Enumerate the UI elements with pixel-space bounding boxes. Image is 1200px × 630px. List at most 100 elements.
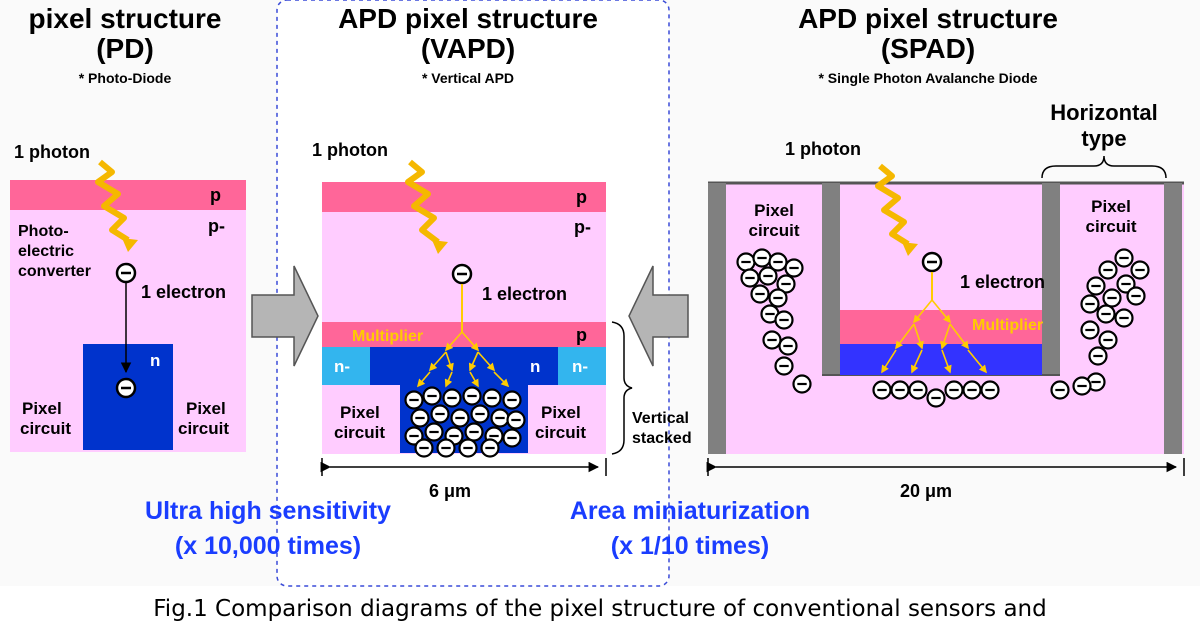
vapd-pixel-left-line1: Pixel [340,403,380,422]
electron-icon [962,380,982,400]
electron-icon [1114,308,1134,328]
vapd-p2-label: p [576,325,587,345]
spad-right-pixel-electrons [1050,248,1150,400]
electron-icon [1126,286,1146,306]
spad-to-vapd-arrow-icon [628,265,689,367]
electron-icon [502,428,522,448]
vapd-p-layer [322,182,606,212]
figure-caption: Fig.1 Comparison diagrams of the pixel s… [153,596,1047,622]
pd-title-abbr: (PD) [96,33,154,64]
electron-icon [404,390,424,410]
area-label-line2: (x 1/10 times) [611,532,769,560]
pd-electron-bottom [115,377,137,399]
electron-icon [1086,276,1106,296]
spad-multiplier-layer [840,310,1042,344]
vapd-pixel-left-line2: circuit [334,423,385,442]
vapd-nminus-right-label: n- [572,357,588,376]
pd-to-vapd-arrow-icon [251,265,319,367]
pd-pixel-left-line1: Pixel [22,399,62,418]
electron-icon [784,258,804,278]
electron-icon [458,438,478,458]
electron-icon [750,284,770,304]
electron-icon [404,426,424,446]
vapd-pixel-right-line1: Pixel [541,403,581,422]
electron-icon [980,380,1000,400]
electron-icon [1096,304,1116,324]
sensitivity-label-line2: (x 10,000 times) [175,532,361,560]
pd-photon-label: 1 photon [14,142,90,162]
vapd-stacked-line2: stacked [632,430,692,447]
vapd-electron [451,263,473,285]
pd-p-layer [10,180,246,210]
electron-icon [792,374,812,394]
pd-converter-line2: electric [18,243,74,260]
electron-icon [740,268,760,288]
electron-icon [1114,248,1134,268]
pd-converter-line3: converter [18,263,91,280]
vapd-photon-wave [405,159,440,245]
vapd-panel: APD pixel structure (VAPD) * Vertical AP… [312,3,692,501]
pd-photon-arrowhead [122,238,138,252]
spad-photon-label: 1 photon [785,139,861,159]
sensitivity-label-line1: Ultra high sensitivity [145,497,391,525]
electron-icon [758,266,778,286]
vapd-avalanche-arrows [416,331,510,388]
pd-pixel-left-line2: circuit [20,419,71,438]
electron-icon [768,288,788,308]
electron-icon [1116,274,1136,294]
spad-avalanche-arrows [881,299,988,374]
spad-pixel-right-line1: Pixel [1091,197,1131,216]
pd-panel: pixel structure (PD) * Photo-Diode 1 pho… [10,3,246,452]
vapd-photon-arrowhead [432,240,448,254]
electron-icon [752,248,772,268]
spad-multiplier-label: Multiplier [972,317,1043,334]
electron-icon [1098,330,1118,350]
spad-electron [921,251,943,273]
vapd-nminus-left-label: n- [334,357,350,376]
spad-pixel-right-line2: circuit [1085,217,1136,236]
electron-icon [1130,260,1150,280]
spad-trench-3 [1042,183,1060,375]
electron-icon [774,356,794,376]
spad-photon-wave [875,163,910,247]
spad-title-abbr: (SPAD) [881,33,975,64]
spad-electron-label: 1 electron [960,272,1045,292]
vapd-title-abbr: (VAPD) [421,33,515,64]
vapd-nminus-left-region [322,347,370,385]
electron-icon [774,310,794,330]
vapd-width-label: 6 μm [429,481,471,501]
spad-trench-4 [1164,183,1182,454]
vapd-n-label: n [530,357,540,376]
electron-icon [778,336,798,356]
electron-icon [430,404,450,424]
electron-icon [908,380,928,400]
pd-n-label: n [150,351,160,370]
pd-pixel-right-line1: Pixel [186,399,226,418]
electron-icon [1098,260,1118,280]
electron-icon [482,388,502,408]
electron-icon [1080,294,1100,314]
spad-pixel-left-line1: Pixel [754,201,794,220]
electron-icon [414,438,434,458]
spad-pixel-left-line2: circuit [748,221,799,240]
electron-icon [768,252,788,272]
electron-icon [1102,288,1122,308]
spad-n-layer [840,344,1042,375]
electron-icon [890,380,910,400]
vapd-electron-label: 1 electron [482,284,567,304]
electron-icon [436,438,456,458]
vapd-pminus-label: p- [574,217,591,237]
electron-icon [450,408,470,428]
electron-icon [410,408,430,428]
electron-icon [736,252,756,272]
electron-icon [424,422,444,442]
electron-icon [462,386,482,406]
electron-icon [926,388,946,408]
pd-photon-wave [95,159,130,243]
spad-horizontal-brace [1041,155,1167,179]
spad-trench-2 [822,183,840,375]
pd-p-label: p [210,185,221,205]
electron-icon [442,388,462,408]
